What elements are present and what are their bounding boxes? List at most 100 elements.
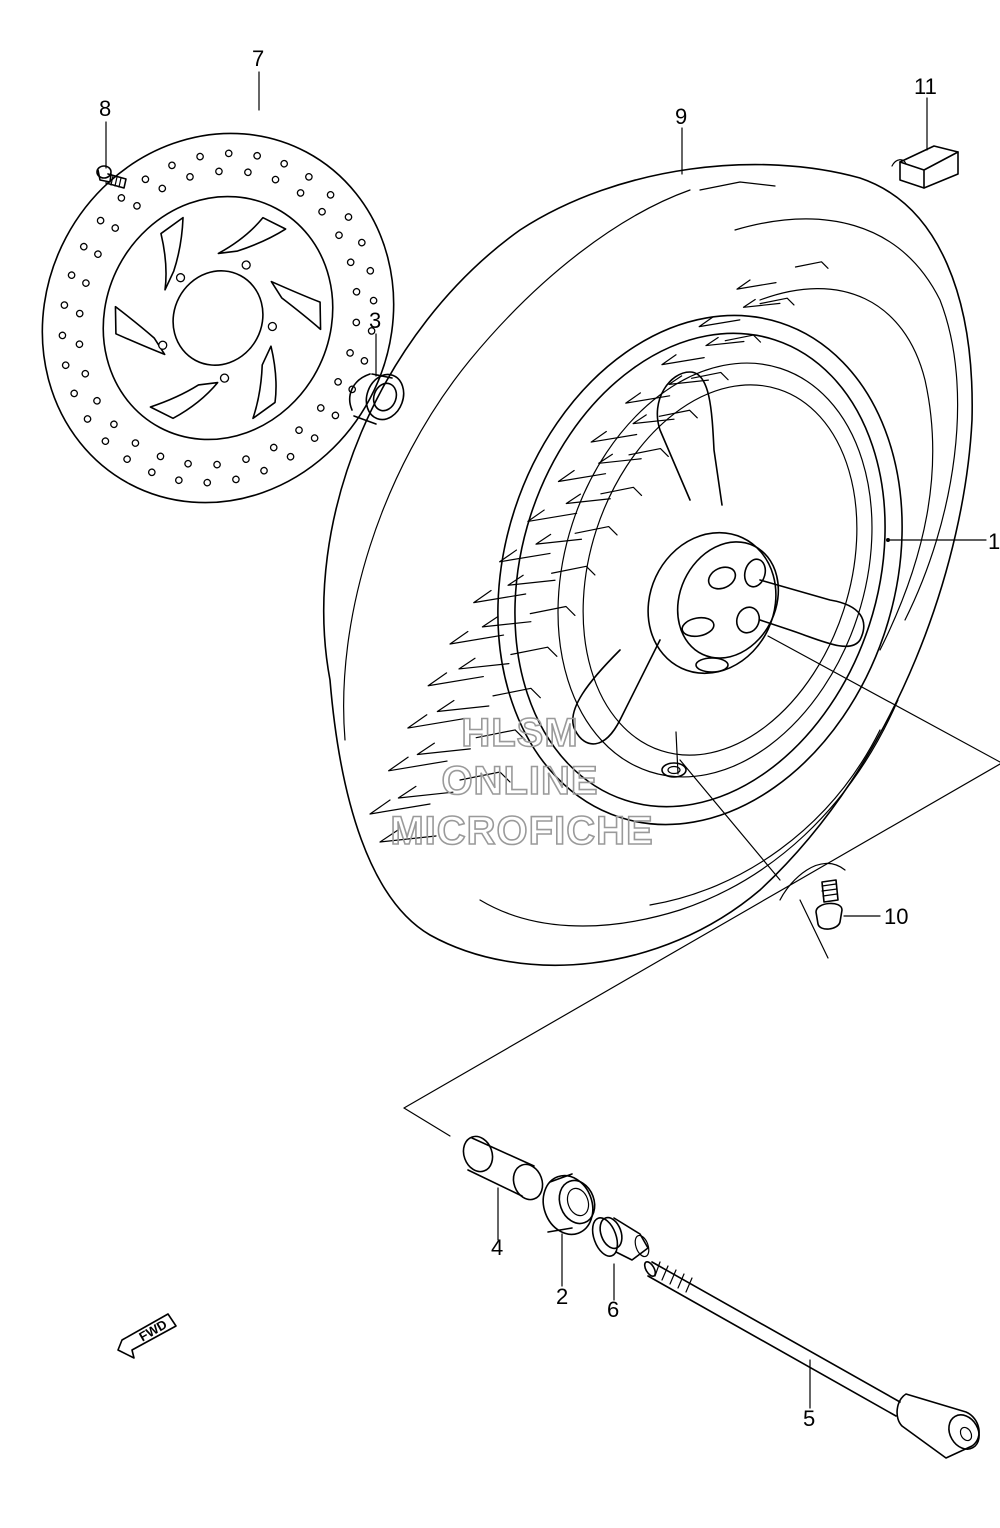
disc-drill-hole [58,331,67,340]
disc-drill-hole [367,327,376,335]
tread-chevron [590,409,698,464]
tread-chevron [661,334,762,385]
disc-drill-hole [296,189,305,197]
disc-drill-hole [82,279,90,287]
disc-drill-hole [101,437,110,446]
disc-drill-hole [158,184,167,193]
disc-drill-hole [232,475,240,484]
tread-chevron [369,771,511,843]
air-valve [815,879,843,930]
disc-drill-hole [318,207,326,216]
disc-drill-hole [156,452,165,461]
disc-drill-hole [369,296,378,305]
disc-drill-hole [242,455,250,464]
tread-chevron [427,646,558,713]
disc-bolt [96,165,127,189]
disc-drill-hole [326,190,335,199]
disc-drill-hole [79,242,88,251]
disc-drill-hole [316,404,325,412]
tread-chevron [407,687,541,756]
disc-slot [217,216,287,255]
callout-8: 8 [99,96,111,121]
watermark-line-3: MICROFICHE [390,809,653,853]
disc-drill-hole [215,167,223,176]
callout-11: 11 [914,74,937,99]
disc-drill-hole [61,361,70,370]
disc-drill-hole [83,415,92,423]
disc-drill-hole [331,411,340,420]
disc-drill-hole [346,349,354,357]
callout-3: 3 [369,308,381,333]
disc-drill-hole [271,175,280,184]
tread-chevron [557,447,669,505]
disc-drill-hole [335,231,343,240]
disc-drill-hole [286,452,295,461]
tread-chevron [473,565,596,628]
disc-drill-hole [344,213,353,221]
tread-chevron [625,371,729,425]
forward-direction-arrow: FWD [117,1313,177,1359]
disc-drill-hole [131,439,140,447]
callout-10: 10 [884,904,908,929]
disc-drill-hole [111,224,120,232]
disc-drill-hole [147,468,156,477]
disc-drill-hole [93,396,101,405]
disc-drill-hole [224,149,233,158]
leader-lines [105,71,1000,1409]
disc-drill-hole [360,357,369,365]
disc-drill-hole [352,318,361,327]
disc-drill-hole [196,152,204,161]
tread-chevron [449,605,576,670]
disc-slot [252,345,277,420]
disc-slot [149,381,219,420]
disc-drill-hole [141,175,150,184]
disc-drill-hole [184,459,192,468]
tread-chevron [388,729,526,799]
callout-4: 4 [491,1235,503,1260]
disc-drill-hole [253,151,261,160]
wheel-hub-and-spokes [572,371,865,778]
disc-slot [114,305,166,356]
disc-carrier-slots [114,216,322,420]
disc-drill-holes [58,149,378,487]
disc-drill-hole [75,309,84,318]
disc-drill-hole [123,455,131,463]
bearing-lower [542,1173,596,1236]
callout-6: 6 [607,1297,619,1322]
disc-drill-hole [70,389,79,398]
disc-drill-hole [81,369,90,378]
disc-drill-hole [280,159,289,168]
disc-drill-hole [334,377,342,386]
watermark-line-1: HLSM [461,711,578,755]
disc-slot [270,280,322,331]
front-tire [323,163,973,967]
tread-chevron [527,486,643,545]
watermark: HLSM ONLINE MICROFICHE [390,710,654,854]
callout-7: 7 [252,46,264,71]
disc-drill-hole [96,216,105,225]
disc-drill-hole [133,201,141,210]
disc-drill-hole [295,426,303,435]
dust-seal [591,1216,650,1261]
disc-drill-hole [346,258,355,267]
disc-drill-hole [117,194,126,202]
disc-drill-hole [357,238,366,247]
tread-chevron [698,297,795,347]
disc-drill-hole [310,434,319,442]
tread-chevron [736,261,829,308]
disc-drill-hole [244,168,252,177]
tread-chevron [499,525,618,586]
disc-drill-hole [110,420,118,429]
spacer [462,1135,544,1201]
disc-slot [160,216,184,291]
disc-drill-hole [186,172,194,181]
brake-disc [41,132,395,504]
disc-drill-hole [94,250,102,259]
disc-drill-hole [67,271,76,279]
callout-5: 5 [803,1406,815,1431]
disc-drill-hole [175,476,183,485]
watermark-line-2: ONLINE [441,759,598,803]
bearing-upper [348,373,405,425]
disc-drill-hole [213,460,221,469]
